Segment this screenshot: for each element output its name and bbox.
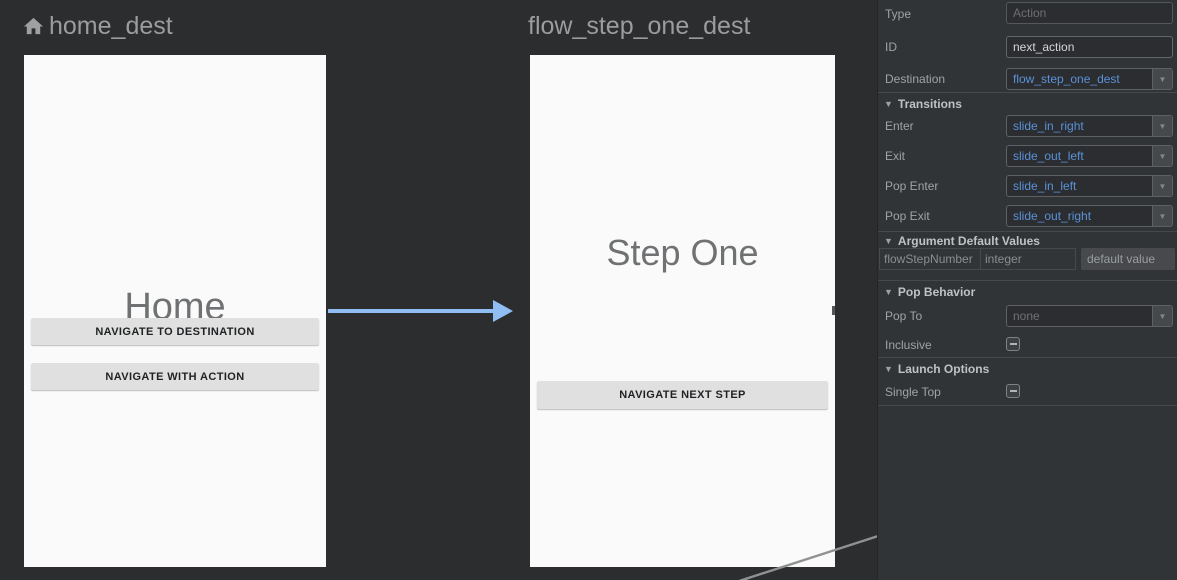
- argument-name-cell: flowStepNumber: [879, 248, 981, 270]
- triangle-down-icon: ▼: [884, 99, 893, 109]
- inclusive-label: Inclusive: [885, 338, 932, 352]
- pop-enter-label: Pop Enter: [885, 179, 939, 193]
- enter-value: slide_in_right: [1013, 119, 1084, 133]
- triangle-down-icon: ▼: [884, 287, 893, 297]
- section-header-transitions[interactable]: ▼ Transitions: [884, 97, 962, 111]
- chevron-down-icon[interactable]: ▼: [1152, 116, 1172, 136]
- divider: [878, 280, 1177, 281]
- nav-graph-canvas[interactable]: home_dest Home NAVIGATE TO DESTINATION N…: [0, 0, 877, 580]
- divider: [878, 231, 1177, 232]
- single-top-checkbox[interactable]: [1006, 384, 1020, 398]
- chevron-down-icon[interactable]: ▼: [1152, 69, 1172, 89]
- divider: [878, 405, 1177, 406]
- chevron-down-icon[interactable]: ▼: [1152, 306, 1172, 326]
- destination-dropdown[interactable]: flow_step_one_dest ▼: [1006, 68, 1173, 90]
- pop-to-label: Pop To: [885, 309, 923, 323]
- enter-dropdown[interactable]: slide_in_right ▼: [1006, 115, 1173, 137]
- indeterminate-dash-icon: [1009, 390, 1017, 392]
- section-title: Launch Options: [897, 362, 990, 376]
- action-arrow[interactable]: [328, 300, 513, 322]
- exit-label: Exit: [885, 149, 906, 163]
- divider: [878, 92, 1177, 93]
- exit-value: slide_out_left: [1013, 149, 1084, 163]
- pop-exit-value: slide_out_right: [1013, 209, 1092, 223]
- destination-header-home[interactable]: home_dest: [22, 11, 173, 41]
- chevron-down-icon[interactable]: ▼: [1152, 206, 1172, 226]
- divider: [878, 357, 1177, 358]
- section-title: Pop Behavior: [897, 285, 976, 299]
- pop-enter-value: slide_in_left: [1013, 179, 1077, 193]
- preview-button: NAVIGATE NEXT STEP: [537, 381, 828, 409]
- id-field[interactable]: [1006, 36, 1173, 58]
- chevron-down-icon[interactable]: ▼: [1152, 176, 1172, 196]
- enter-label: Enter: [885, 119, 914, 133]
- exit-dropdown[interactable]: slide_out_left ▼: [1006, 145, 1173, 167]
- destination-preview-flow-step-one[interactable]: Step One NAVIGATE NEXT STEP: [530, 55, 835, 567]
- pop-enter-dropdown[interactable]: slide_in_left ▼: [1006, 175, 1173, 197]
- destination-value: flow_step_one_dest: [1013, 72, 1120, 86]
- destination-label: home_dest: [49, 11, 173, 40]
- edge-anchor: [832, 306, 835, 315]
- type-label: Type: [885, 7, 912, 21]
- argument-default-value-field[interactable]: [1081, 248, 1175, 270]
- pop-exit-label: Pop Exit: [885, 209, 930, 223]
- destination-field-label: Destination: [885, 72, 946, 86]
- argument-type-cell: integer: [980, 248, 1076, 270]
- section-header-launch-options[interactable]: ▼ Launch Options: [884, 362, 989, 376]
- section-title: Argument Default Values: [897, 234, 1040, 248]
- section-header-argument-defaults[interactable]: ▼ Argument Default Values: [884, 234, 1040, 248]
- pop-exit-dropdown[interactable]: slide_out_right ▼: [1006, 205, 1173, 227]
- chevron-down-icon[interactable]: ▼: [1152, 146, 1172, 166]
- type-field[interactable]: [1006, 2, 1173, 24]
- id-label: ID: [885, 40, 897, 54]
- pop-to-value: none: [1013, 309, 1040, 323]
- attributes-panel: Type ID Destination flow_step_one_dest ▼…: [877, 0, 1177, 580]
- pop-to-dropdown[interactable]: none ▼: [1006, 305, 1173, 327]
- preview-title: Step One: [606, 232, 759, 273]
- section-title: Transitions: [897, 97, 962, 111]
- destination-label: flow_step_one_dest: [528, 11, 751, 40]
- section-header-pop-behavior[interactable]: ▼ Pop Behavior: [884, 285, 975, 299]
- destination-preview-home[interactable]: Home NAVIGATE TO DESTINATION NAVIGATE WI…: [24, 55, 326, 567]
- indeterminate-dash-icon: [1009, 343, 1017, 345]
- preview-button: NAVIGATE TO DESTINATION: [31, 318, 319, 345]
- triangle-down-icon: ▼: [884, 364, 893, 374]
- single-top-label: Single Top: [885, 385, 941, 399]
- inclusive-checkbox[interactable]: [1006, 337, 1020, 351]
- triangle-down-icon: ▼: [884, 236, 893, 246]
- preview-button: NAVIGATE WITH ACTION: [31, 363, 319, 390]
- home-icon: [23, 17, 44, 34]
- destination-header-flow-step-one[interactable]: flow_step_one_dest: [528, 11, 750, 41]
